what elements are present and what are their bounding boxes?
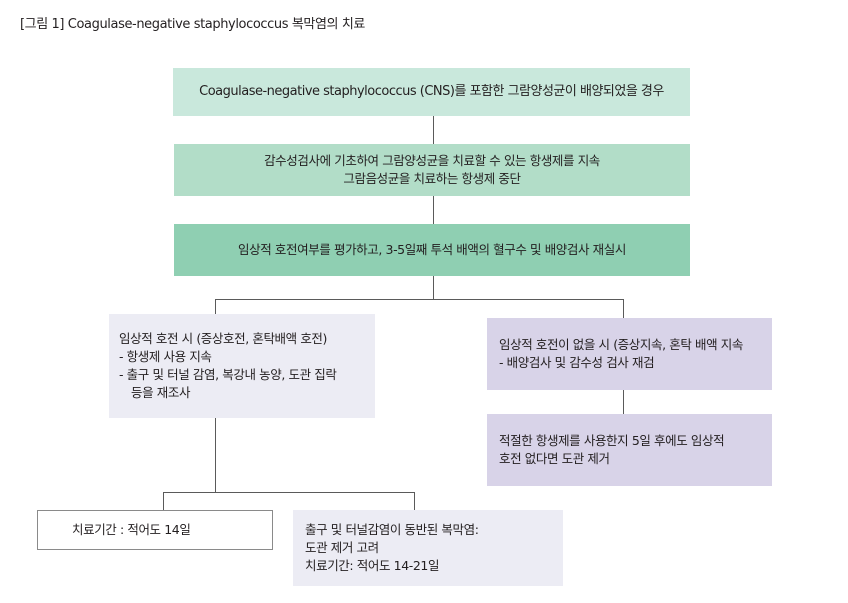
start-box-culture-result: Coagulase-negative staphylococcus (CNS)를…	[173, 68, 690, 116]
no-improvement-box: 임상적 호전이 없을 시 (증상지속, 혼탁 배액 지속 - 배양검사 및 감수…	[487, 318, 772, 390]
connector-line	[163, 492, 164, 510]
box-text: 그람음성균을 치료하는 항생제 중단	[343, 171, 521, 186]
clinical-improvement-box: 임상적 호전 시 (증상호전, 혼탁배액 호전) - 항생제 사용 지속 - 출…	[109, 314, 375, 418]
box-text: 임상적 호전이 없을 시 (증상지속, 혼탁 배액 지속	[499, 337, 743, 352]
treatment-duration-box: 치료기간 : 적어도 14일	[37, 510, 273, 550]
branch-line	[163, 492, 415, 493]
box-text: 임상적 호전여부를 평가하고, 3-5일째 투석 배액의 혈구수 및 배양검사 …	[238, 242, 626, 257]
box-text: - 배양검사 및 감수성 검사 재검	[499, 355, 655, 370]
connector-line	[433, 196, 434, 224]
connector-line	[215, 418, 216, 492]
complicated-peritonitis-box: 출구 및 터널감염이 동반된 복막염: 도관 제거 고려 치료기간: 적어도 1…	[293, 510, 563, 586]
connector-line	[414, 492, 415, 510]
box-text: 치료기간 : 적어도 14일	[72, 522, 191, 537]
figure-caption: [그림 1] Coagulase-negative staphylococcus…	[20, 17, 365, 32]
box-text: - 출구 및 터널 감염, 복강내 농양, 도관 집락	[119, 367, 337, 382]
branch-line	[215, 299, 624, 300]
box-text: - 항생제 사용 지속	[119, 349, 212, 364]
antibiotic-adjustment-box: 감수성검사에 기초하여 그람양성균을 치료할 수 있는 항생제를 지속 그람음성…	[174, 144, 690, 196]
connector-line	[623, 299, 624, 318]
clinical-evaluation-box: 임상적 호전여부를 평가하고, 3-5일째 투석 배액의 혈구수 및 배양검사 …	[174, 224, 690, 276]
connector-line	[623, 390, 624, 414]
connector-line	[215, 299, 216, 314]
box-text: 임상적 호전 시 (증상호전, 혼탁배액 호전)	[119, 331, 327, 346]
box-text: 치료기간: 적어도 14-21일	[305, 558, 440, 573]
catheter-removal-box: 적절한 항생제를 사용한지 5일 후에도 임상적 호전 없다면 도관 제거	[487, 414, 772, 486]
box-text: 도관 제거 고려	[305, 540, 379, 555]
connector-line	[433, 276, 434, 299]
box-text: 감수성검사에 기초하여 그람양성균을 치료할 수 있는 항생제를 지속	[264, 153, 600, 168]
box-text: 출구 및 터널감염이 동반된 복막염:	[305, 522, 479, 537]
connector-line	[433, 116, 434, 144]
box-text: 등을 재조사	[131, 385, 191, 400]
box-text: 호전 없다면 도관 제거	[499, 451, 610, 466]
box-text: Coagulase-negative staphylococcus (CNS)를…	[199, 84, 664, 99]
box-text: 적절한 항생제를 사용한지 5일 후에도 임상적	[499, 433, 725, 448]
